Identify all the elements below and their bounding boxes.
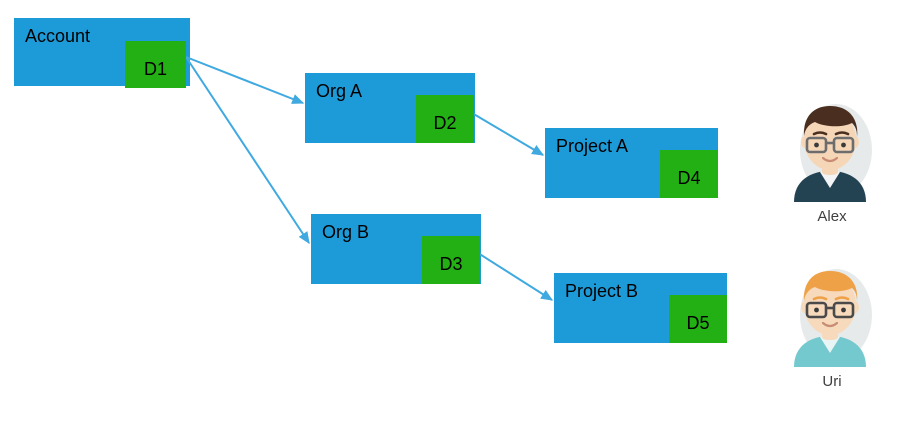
node-project-b-label: Project B [565,281,639,301]
edge-org-b-to-project-b [477,252,554,301]
badge-d2-label: D2 [433,113,457,133]
badge-d5-label: D5 [686,313,710,333]
badge-d3[interactable]: D3 [422,236,480,284]
badge-d3-label: D3 [439,254,463,274]
badge-d1[interactable]: D1 [125,41,186,88]
node-account-label: Account [25,26,91,46]
node-project-a[interactable]: D4 Project A [545,128,718,198]
node-org-b[interactable]: D3 Org B [311,214,481,284]
node-project-b[interactable]: D5 Project B [554,273,727,343]
avatar-uri-icon [794,269,872,367]
badge-d5[interactable]: D5 [669,295,727,343]
edge-account-to-org-a [185,56,305,104]
person-uri[interactable]: Uri [772,263,892,398]
person-alex[interactable]: Alex [772,98,892,233]
badge-d4[interactable]: D4 [660,150,718,198]
edge-account-to-org-b [185,56,310,245]
badge-d4-label: D4 [677,168,701,188]
node-account[interactable]: D1 Account [14,18,190,88]
node-project-a-label: Project A [556,136,629,156]
node-org-a[interactable]: D2 Org A [305,73,475,143]
avatar-alex-icon [794,104,872,202]
edge-org-a-to-project-a [471,112,545,156]
node-org-a-label: Org A [316,81,363,101]
person-alex-name: Alex [817,208,847,225]
node-org-b-label: Org B [322,222,370,242]
badge-d2[interactable]: D2 [416,95,474,143]
person-uri-name: Uri [822,373,842,390]
badge-d1-label: D1 [143,58,167,79]
